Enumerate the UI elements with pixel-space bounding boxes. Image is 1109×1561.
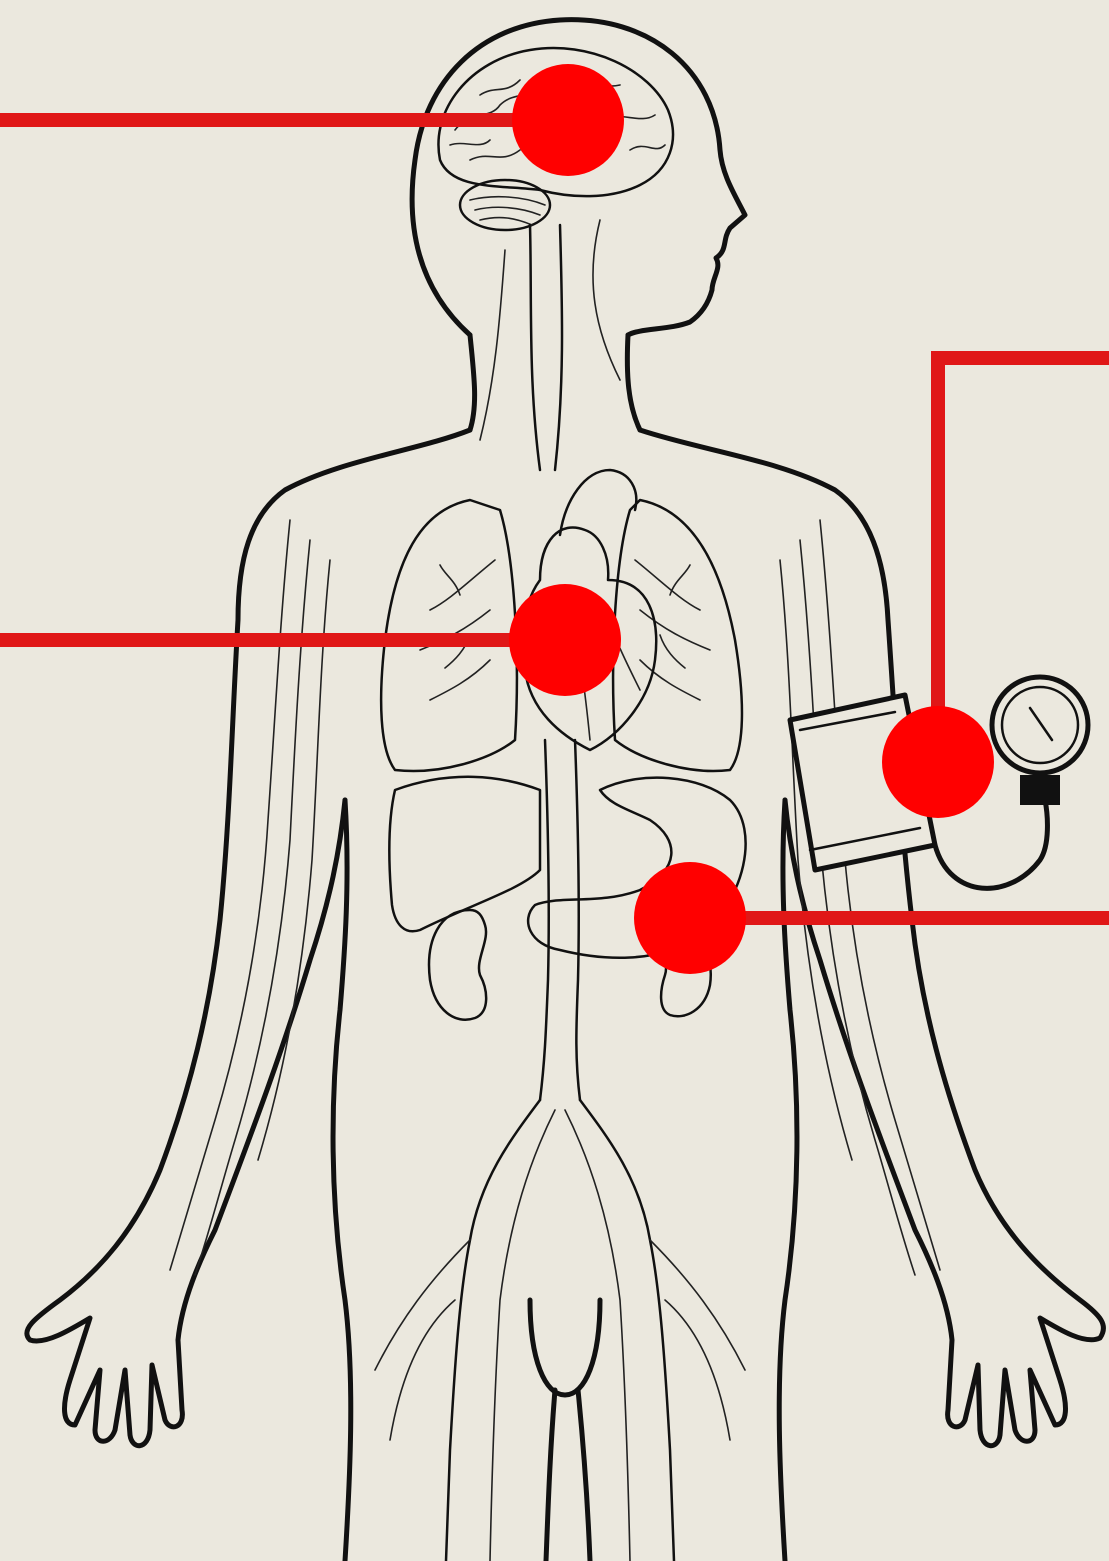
neck-vessels	[480, 220, 620, 470]
kidney-marker	[634, 862, 746, 974]
liver-icon	[389, 777, 540, 931]
heart-marker	[509, 584, 621, 696]
brain-marker	[512, 64, 624, 176]
cuff-marker	[882, 706, 994, 818]
